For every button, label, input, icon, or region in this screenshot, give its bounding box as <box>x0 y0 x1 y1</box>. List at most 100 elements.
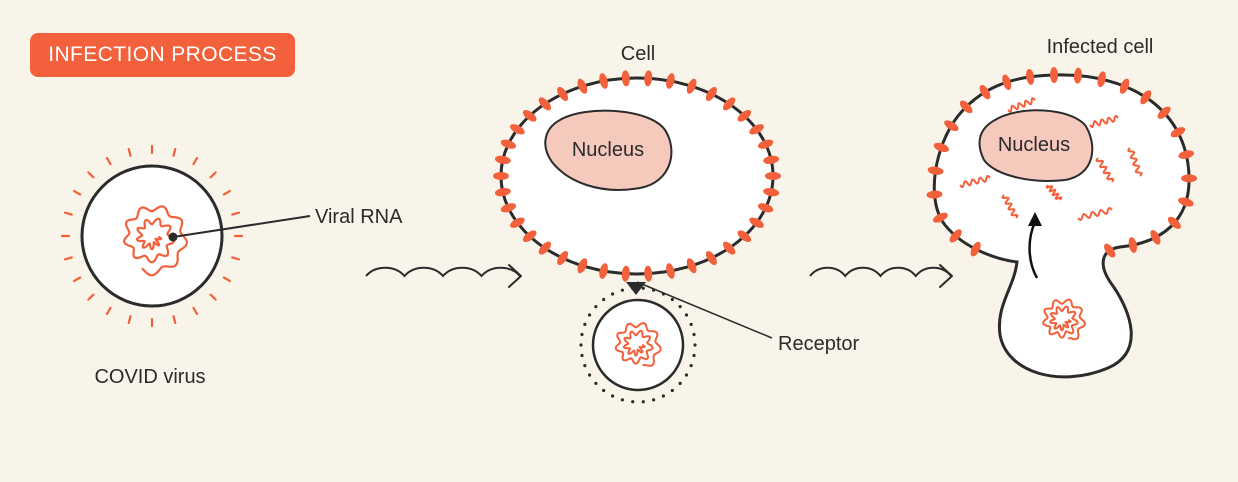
membrane-protein <box>705 86 717 102</box>
virus-spike <box>63 211 73 216</box>
virus-label: COVID virus <box>94 366 205 388</box>
virus-spike-dot <box>602 388 606 393</box>
membrane-protein <box>557 250 569 266</box>
membrane-protein <box>1128 237 1138 253</box>
membrane-protein <box>1073 67 1083 84</box>
title-badge: INFECTION PROCESS <box>30 33 295 77</box>
membrane-protein <box>1097 71 1106 88</box>
membrane-protein <box>577 258 588 274</box>
membrane-protein <box>749 217 764 228</box>
virus-spike <box>231 211 241 216</box>
virus-spike-dot <box>684 313 689 317</box>
membrane-protein <box>944 120 959 132</box>
virus-spike-dot <box>678 304 682 309</box>
virus-spike-dot <box>594 381 598 386</box>
membrane-protein <box>510 124 525 135</box>
virus-spike-dot <box>661 394 666 398</box>
cell-membrane-proteins <box>493 70 781 282</box>
virus-spike <box>63 256 73 261</box>
virus-spike-dot <box>610 292 615 296</box>
infected-nucleus-label: Nucleus <box>998 134 1070 156</box>
viral-rna-label: Viral RNA <box>315 206 403 228</box>
virus-spike-dot <box>670 388 674 393</box>
virus-spike-dot <box>580 332 584 337</box>
viral-rna-copy <box>1127 147 1143 177</box>
membrane-protein <box>1140 90 1152 105</box>
membrane-protein <box>1178 197 1194 207</box>
membrane-protein <box>494 155 511 165</box>
virus-spike-dot <box>594 304 598 309</box>
virus-spike-dot <box>692 332 696 337</box>
virus-spike-dot <box>693 343 697 347</box>
membrane-protein <box>666 263 675 279</box>
virus-spike-dot <box>678 381 682 386</box>
cell-nucleus-label: Nucleus <box>572 139 644 161</box>
virus-spike-dot <box>620 398 625 402</box>
membrane-protein <box>493 172 509 180</box>
virus-spike-dot <box>651 288 656 292</box>
viral-rna-copy <box>1045 184 1063 201</box>
receptor-label: Receptor <box>778 333 859 355</box>
membrane-protein <box>927 166 944 175</box>
virus-spikes <box>60 144 244 328</box>
membrane-protein <box>765 172 781 180</box>
membrane-protein <box>510 217 525 228</box>
membrane-protein <box>577 78 588 94</box>
virus-spike <box>72 276 82 283</box>
virus-spike <box>231 256 241 261</box>
virus-spike-dot <box>689 363 693 368</box>
membrane-protein <box>722 97 736 111</box>
virus-spike-dot <box>641 400 645 404</box>
virus-spike-dot <box>580 353 584 358</box>
membrane-protein <box>686 78 697 94</box>
virus-spike-dot <box>661 292 666 296</box>
rna-release-arrow <box>1028 221 1039 279</box>
virus-spike <box>209 171 217 179</box>
virus-spike-dot <box>631 400 635 404</box>
virus-spike <box>127 147 132 157</box>
membrane-protein <box>522 109 537 122</box>
membrane-protein <box>500 203 517 213</box>
membrane-protein <box>686 258 697 274</box>
title-text: INFECTION PROCESS <box>48 43 277 66</box>
virus-spike-dot <box>689 322 693 327</box>
membrane-protein <box>1049 67 1059 83</box>
virus-spike <box>105 156 112 166</box>
transition-arrow-2 <box>809 264 953 288</box>
viral-rna-strand <box>122 205 189 277</box>
virus-spike-dot <box>692 353 696 358</box>
membrane-protein <box>1025 68 1035 85</box>
virus-spike-dot <box>651 398 656 402</box>
cell-nucleus <box>544 109 673 191</box>
viral-rna-copy <box>1089 114 1119 129</box>
membrane-protein <box>1157 106 1171 119</box>
virus-spike-dot <box>684 373 689 377</box>
infected-cell-membrane-proteins <box>926 67 1198 258</box>
viral-rna-copy <box>1001 194 1019 219</box>
virus-spike-dot <box>602 297 606 302</box>
virus-spike-dot <box>620 288 625 292</box>
membrane-protein <box>970 241 981 257</box>
virus-spike <box>72 189 82 196</box>
virus-spike <box>192 156 199 166</box>
membrane-protein <box>959 100 973 114</box>
virus-spike <box>192 306 199 316</box>
membrane-protein <box>749 124 764 135</box>
membrane-protein <box>666 73 675 89</box>
virus-spike <box>222 276 232 283</box>
attaching-virus-spikes <box>579 286 697 404</box>
membrane-protein <box>599 73 608 89</box>
infected-cell-label: Infected cell <box>1047 36 1154 58</box>
membrane-protein <box>1167 216 1181 229</box>
membrane-protein <box>1119 78 1130 94</box>
covid-virus <box>60 144 311 328</box>
viral-rna-pointer-line <box>172 215 311 238</box>
virus-spike <box>172 315 177 325</box>
membrane-protein <box>932 212 948 223</box>
entering-viral-rna <box>1042 298 1086 341</box>
viral-rna-copy <box>1095 157 1115 183</box>
cell-label: Cell <box>621 43 655 65</box>
membrane-protein <box>621 70 630 87</box>
membrane-protein <box>737 230 752 243</box>
